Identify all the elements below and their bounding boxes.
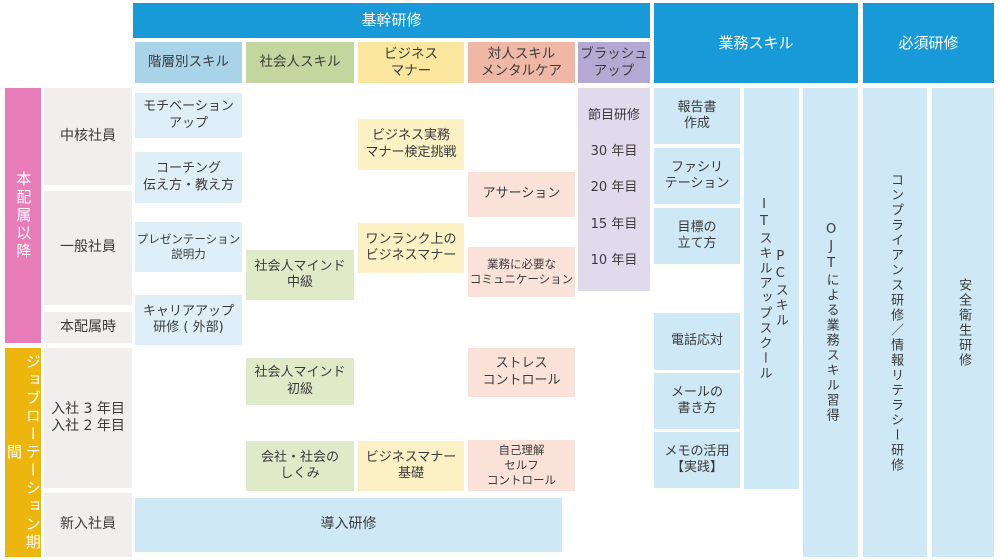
cell-coaching: コーチング 伝え方・教え方 [135,152,242,203]
subheader-interpersonal-mentalcare: 対人スキル メンタルケア [468,42,575,83]
brushup-item-15years: 15 年目 [590,217,638,232]
cell-one-rank-up-manner: ワンランク上の ビジネスマナー [358,223,464,273]
subheader-brushup: ブラッシュ アップ [578,42,650,83]
cell-presentation: プレゼンテーション 説明力 [135,222,242,272]
phase-bar-after-assignment-label: 本配属以降 [14,170,33,261]
subheader-hierarchy-skills: 階層別スキル [135,42,242,83]
brushup-panel: 節目研修 30 年目 20 年目 15 年目 10 年目 [578,88,650,291]
cell-adult-mind-beginner: 社会人マインド 初級 [246,358,354,405]
subheader-business-manner: ビジネス マナー [358,42,464,83]
cell-work-communication: 業務に必要な コミュニケーション [468,247,575,297]
phase-bar-job-rotation: ジョブローテーション期間 [5,348,42,557]
header-mandatory-training: 必須研修 [863,3,994,83]
cell-assertion: アサーション [468,172,575,217]
column-ojt: OJTによる業務スキル習得 [803,88,858,557]
cell-phone-response: 電話応対 [654,313,740,370]
cell-career-up: キャリアアップ 研修 ( 外部) [135,295,242,345]
grade-at-assignment: 本配属時 [44,312,132,343]
grade-general-staff: 一般社員 [44,191,132,305]
cell-facilitation: ファシリ テーション [654,148,740,204]
header-business-skills: 業務スキル [654,3,858,83]
cell-business-manner-kentei: ビジネス実務 マナー検定挑戦 [358,119,464,170]
phase-bar-job-rotation-label: ジョブローテーション期間 [5,353,42,552]
phase-bar-after-assignment: 本配属以降 [5,88,41,343]
column-compliance-literacy-label: コンプライアンス研修／情報リテラシー研修 [888,172,904,473]
subheader-adult-skills: 社会人スキル [246,42,354,83]
column-compliance-literacy: コンプライアンス研修／情報リテラシー研修 [863,88,927,557]
column-safety-health: 安全衛生研修 [932,88,994,557]
cell-adult-mind-intermediate: 社会人マインド 中級 [246,250,354,300]
cell-company-structure: 会社・社会の しくみ [246,441,354,491]
cell-business-manner-basic: ビジネスマナー 基礎 [358,441,464,491]
column-safety-health-label: 安全衛生研修 [956,277,972,368]
column-pc-it-skill-label: PCスキル ITスキルアップスクール [756,196,788,381]
cell-motivation-up: モチベーション アップ [135,93,242,138]
cell-memo-usage: メモの活用 【実践】 [654,432,740,488]
brushup-item-10years: 10 年目 [590,253,638,268]
cell-goal-setting: 目標の 立て方 [654,208,740,264]
header-core-training: 基幹研修 [133,3,650,38]
brushup-item-30years: 30 年目 [590,144,638,159]
cell-email-writing: メールの 書き方 [654,373,740,429]
column-ojt-label: OJTによる業務スキル習得 [823,222,839,423]
brushup-item-milestone: 節目研修 [587,108,640,123]
cell-self-understanding: 自己理解 セルフ コントロール [468,440,575,491]
cell-intro-training: 導入研修 [135,498,562,552]
cell-report-writing: 報告書 作成 [654,88,740,144]
cell-stress-control: ストレス コントロール [468,348,575,397]
brushup-item-20years: 20 年目 [590,180,638,195]
grade-year2-3: 入社 3 年目 入社 2 年目 [44,348,132,488]
column-pc-it-skill: PCスキル ITスキルアップスクール [744,88,799,489]
grade-core-staff: 中核社員 [44,88,132,185]
grade-new-staff: 新入社員 [44,493,132,557]
